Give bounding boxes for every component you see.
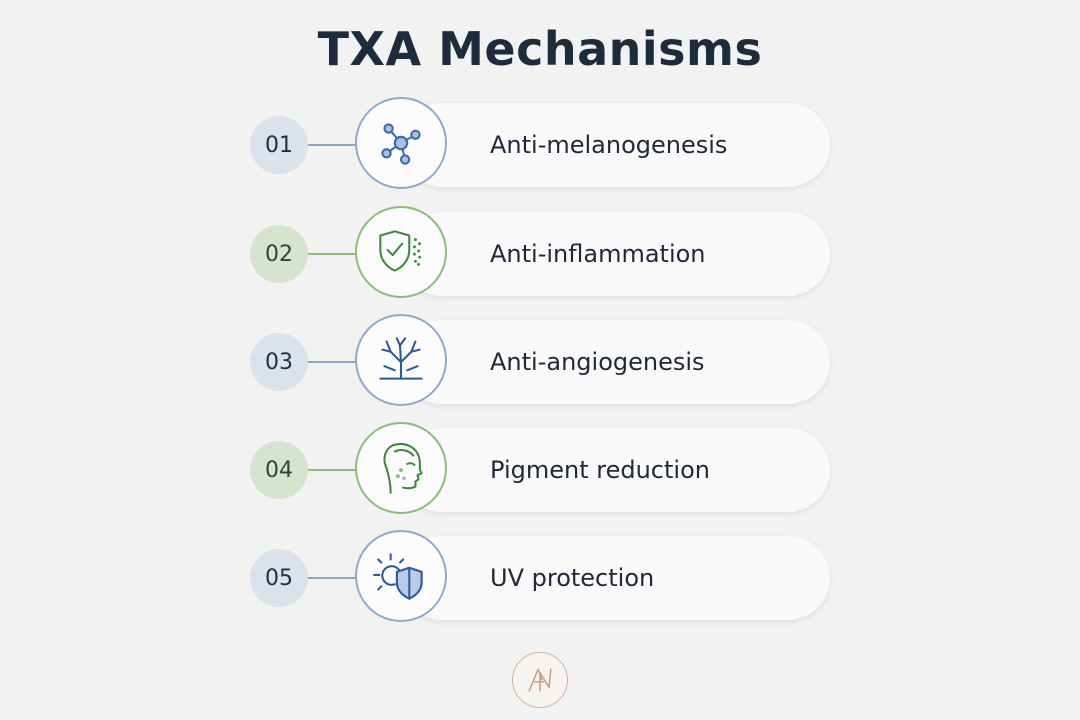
step-row-3: 03 Anti-angiogenesis (0, 312, 1080, 412)
step-row-2: 02 Anti-inflammation (0, 204, 1080, 304)
step-icon-3 (355, 314, 447, 406)
connector-line (308, 361, 358, 363)
step-label-2: Anti-inflammation (490, 240, 706, 268)
connector-line (308, 469, 358, 471)
monogram-logo-icon (528, 668, 552, 692)
step-number-3: 03 (250, 333, 308, 391)
step-number-2: 02 (250, 225, 308, 283)
step-card-1 (400, 103, 830, 187)
shield-check-icon (379, 230, 422, 272)
step-label-1: Anti-melanogenesis (490, 131, 728, 159)
step-row-5: 05 UV protection (0, 528, 1080, 628)
step-card-5 (400, 536, 830, 620)
step-number-1: 01 (250, 116, 308, 174)
step-number-4: 04 (250, 441, 308, 499)
step-icon-2 (355, 206, 447, 298)
step-card-2 (400, 212, 830, 296)
branching-vessels-icon (379, 337, 423, 380)
step-row-4: 04 Pigment reduction (0, 420, 1080, 520)
step-card-3 (400, 320, 830, 404)
connector-line (308, 253, 358, 255)
step-row-1: 01 Anti-melanogenesis (0, 95, 1080, 195)
step-number-5: 05 (250, 549, 308, 607)
step-icon-5 (355, 530, 447, 622)
molecule-icon (381, 123, 421, 165)
step-card-4 (400, 428, 830, 512)
step-icon-4 (355, 422, 447, 514)
brand-logo (512, 652, 568, 708)
step-label-5: UV protection (490, 564, 655, 592)
connector-line (308, 577, 358, 579)
sun-shield-icon (373, 553, 423, 600)
page-title: TXA Mechanisms (317, 22, 763, 76)
step-label-4: Pigment reduction (490, 456, 710, 484)
step-label-3: Anti-angiogenesis (490, 348, 705, 376)
connector-line (308, 144, 358, 146)
step-icon-1 (355, 97, 447, 189)
face-profile-icon (383, 443, 423, 494)
